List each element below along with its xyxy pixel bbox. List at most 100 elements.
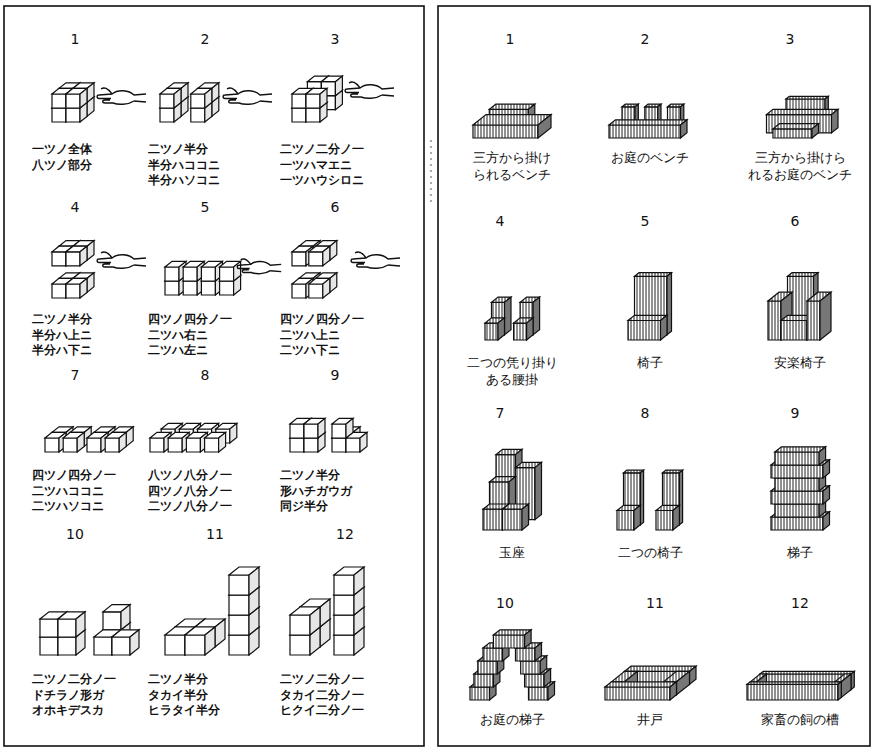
block-face <box>773 124 819 129</box>
block-face <box>661 315 668 340</box>
block-face <box>126 427 133 447</box>
block-face <box>635 273 672 277</box>
block-face <box>473 125 538 138</box>
block-face <box>677 671 690 694</box>
block-face <box>483 509 503 530</box>
caption: 二ツノ二分ノ一 タカイ二分ノ一 ヒクイ二分ノ一 <box>280 672 380 719</box>
cube-figure <box>45 427 133 452</box>
block-face <box>304 438 318 452</box>
block-face <box>201 267 215 281</box>
block-face <box>747 682 841 685</box>
block-face <box>335 76 342 96</box>
hand-drawing <box>223 88 272 104</box>
block-face <box>521 661 541 674</box>
block-face <box>538 115 551 138</box>
block-face <box>168 438 182 452</box>
caption: 井戸 <box>585 712 715 729</box>
block-face <box>838 682 841 700</box>
block-face <box>771 517 823 530</box>
block-face <box>485 323 498 340</box>
brick-figure <box>767 96 839 138</box>
caption: 家畜の飼の槽 <box>735 712 865 729</box>
callout-number: 7 <box>488 404 512 422</box>
block-face <box>483 648 503 661</box>
block-face <box>334 575 354 595</box>
block-face <box>87 273 94 293</box>
block-face <box>525 630 532 648</box>
callout-number: 11 <box>203 525 227 543</box>
block-face <box>229 595 249 615</box>
block-face <box>105 438 119 452</box>
callout-number: 5 <box>633 212 657 230</box>
callout-number: 6 <box>323 198 347 216</box>
block-face <box>625 666 697 671</box>
brick-figure <box>605 666 696 700</box>
block-face <box>220 267 234 281</box>
brick-figure <box>473 104 551 138</box>
block-face <box>617 511 634 531</box>
callout-number: 1 <box>498 30 522 48</box>
block-face <box>768 301 781 340</box>
block-face <box>489 104 535 109</box>
block-face <box>87 438 101 452</box>
caption: 二ツノ二分ノ一 一ツハマエニ 一ツハウシロニ <box>280 142 380 189</box>
block-face <box>76 612 85 637</box>
block-face <box>819 447 826 465</box>
hand-drawing <box>97 252 146 268</box>
block-face <box>771 491 823 504</box>
block-face <box>66 108 80 122</box>
cube-figure <box>52 241 94 298</box>
block-face <box>533 297 540 335</box>
block-face <box>230 423 237 443</box>
block-face <box>290 438 304 452</box>
cube-figure <box>292 76 342 122</box>
block-face <box>503 509 523 530</box>
callout-number: 12 <box>333 525 357 543</box>
cube-figure <box>40 605 139 655</box>
caption: 二つの凭り掛り ある腰掛 <box>447 355 577 389</box>
caption: お庭のベンチ <box>585 150 715 167</box>
block-face <box>514 323 527 340</box>
block-face <box>66 284 80 298</box>
cube-figure <box>52 83 94 122</box>
block-face <box>334 615 354 635</box>
block-face <box>77 432 84 452</box>
block-face <box>781 321 807 341</box>
block-face <box>775 504 819 517</box>
block-face <box>354 567 364 595</box>
block-face <box>334 635 354 655</box>
cube-figure <box>150 423 237 452</box>
block-face <box>775 478 819 491</box>
caption: 三方から掛け られるベンチ <box>447 150 577 184</box>
block-face <box>52 252 66 266</box>
block-face <box>656 511 673 531</box>
block-face <box>119 432 126 452</box>
callout-number: 7 <box>63 366 87 384</box>
block-face <box>505 297 512 335</box>
callout-number: 2 <box>633 30 657 48</box>
callout-number: 10 <box>493 594 517 612</box>
callout-number: 10 <box>63 525 87 543</box>
block-face <box>634 505 641 530</box>
caption: 二つの椅子 <box>585 545 715 562</box>
block-face <box>690 666 697 684</box>
caption: 二ツノ半分 タカイ半分 ヒラタイ半分 <box>148 672 248 719</box>
block-face <box>544 669 551 687</box>
cube-figure <box>165 261 241 295</box>
cube-figure <box>165 567 259 655</box>
block-face <box>786 96 828 99</box>
block-face <box>234 261 241 281</box>
block-face <box>823 512 830 530</box>
block-face <box>66 252 80 266</box>
block-face <box>318 418 325 438</box>
block-face <box>103 612 121 630</box>
left-panel <box>4 6 424 746</box>
caption: 四ツノ四分ノ一 二ツハココニ 二ツハソコニ <box>32 468 132 515</box>
block-face <box>807 301 820 340</box>
block-face <box>191 94 205 108</box>
block-face <box>304 424 318 438</box>
block-face <box>292 94 306 108</box>
hand-drawing <box>345 82 394 98</box>
block-face <box>292 108 306 122</box>
